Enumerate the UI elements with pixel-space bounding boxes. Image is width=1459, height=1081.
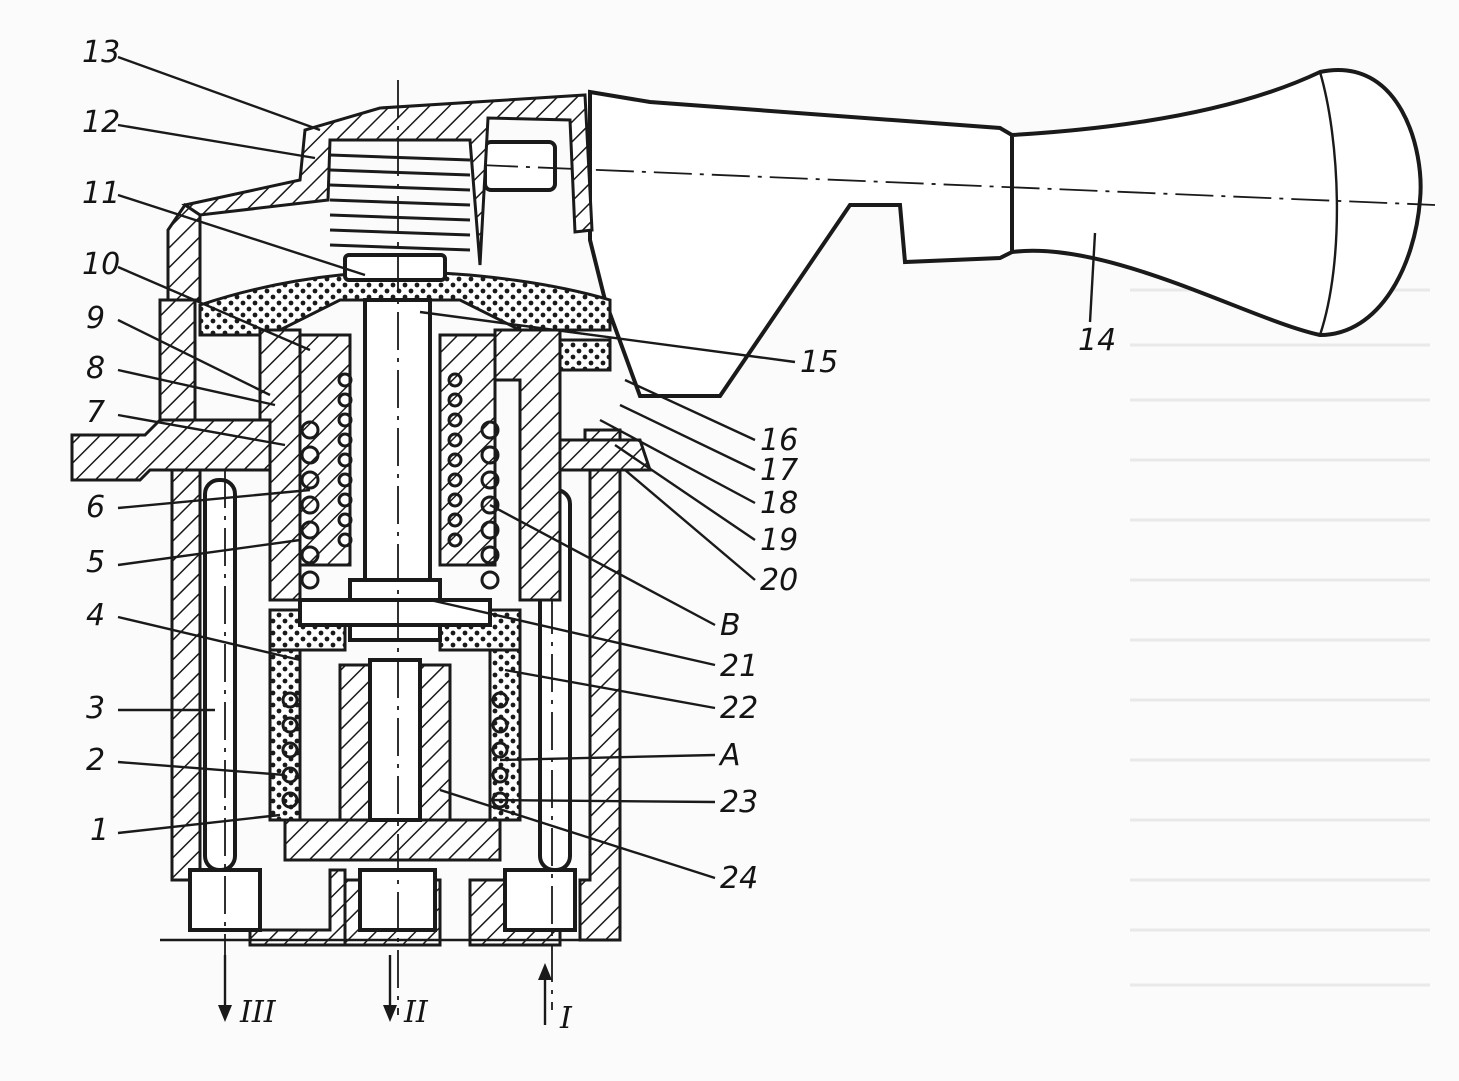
label-18: 18 <box>760 486 798 521</box>
label-22: 22 <box>720 691 758 726</box>
label-20: 20 <box>760 563 798 598</box>
label-3: 3 <box>86 691 105 726</box>
lever-handle <box>479 68 1436 398</box>
port-label-I: I <box>559 1001 573 1036</box>
label-10: 10 <box>82 247 120 282</box>
label-19: 19 <box>760 523 798 558</box>
label-B: B <box>720 608 741 643</box>
label-8: 8 <box>86 351 105 386</box>
label-23: 23 <box>720 785 758 820</box>
label-5: 5 <box>86 545 105 580</box>
label-1: 1 <box>90 813 109 848</box>
label-21: 21 <box>720 649 758 684</box>
springs <box>281 153 509 809</box>
label-9: 9 <box>86 301 105 336</box>
spring-12 <box>329 153 471 252</box>
port-label-II: II <box>403 995 429 1030</box>
arrow-down-icon <box>383 1005 397 1022</box>
top-cap <box>181 93 594 266</box>
label-14: 14 <box>1078 323 1116 358</box>
label-16: 16 <box>760 423 798 458</box>
part-labels: 13 12 11 10 9 8 7 6 5 4 3 2 1 14 15 16 1… <box>82 35 1116 1036</box>
label-12: 12 <box>82 105 120 140</box>
flow-arrows <box>218 955 552 1025</box>
spring-right-coils <box>447 372 500 590</box>
label-2: 2 <box>86 743 105 778</box>
label-6: 6 <box>86 490 105 525</box>
arrow-up-icon <box>538 963 552 980</box>
label-11: 11 <box>82 176 120 211</box>
label-15: 15 <box>800 345 838 380</box>
port-label-III: III <box>239 995 277 1030</box>
label-24: 24 <box>720 861 758 896</box>
label-17: 17 <box>760 453 798 488</box>
label-A: A <box>718 738 741 773</box>
arrow-down-icon <box>218 1005 232 1022</box>
spring-left-coils <box>300 372 353 590</box>
label-4: 4 <box>86 598 105 633</box>
leader-lines <box>117 55 1097 880</box>
label-13: 13 <box>82 35 120 70</box>
background-text-shadow <box>1130 288 1430 987</box>
spring-lower <box>281 691 509 809</box>
label-7: 7 <box>86 395 105 430</box>
